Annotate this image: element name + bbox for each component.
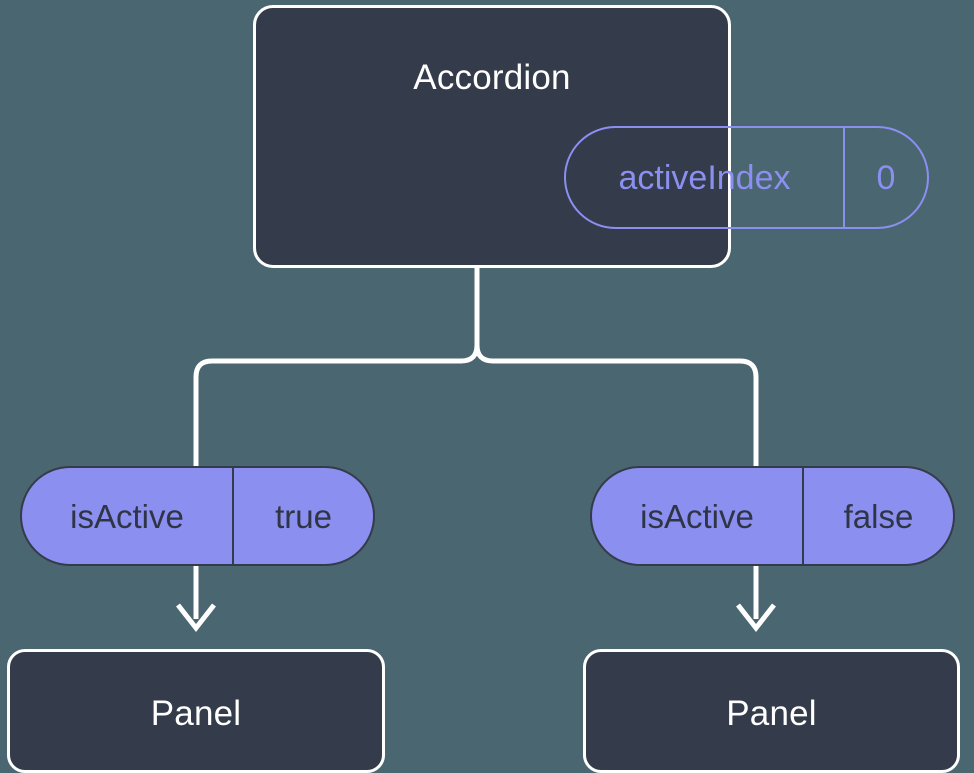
arrow-down-icon-left: [176, 603, 216, 633]
accordion-title: Accordion: [413, 58, 571, 97]
panel-component-box-right[interactable]: Panel: [583, 649, 960, 773]
prop-pill-isactive-false-key: isActive: [592, 468, 804, 564]
prop-pill-isactive-false-value: false: [843, 497, 914, 535]
panel-component-box-left[interactable]: Panel: [7, 649, 385, 773]
accordion-component-box[interactable]: Accordion activeIndex 0: [253, 5, 929, 268]
state-pill-activeindex-key: activeIndex: [566, 128, 845, 227]
state-pill-activeindex[interactable]: activeIndex 0: [564, 126, 929, 229]
prop-pill-isactive-false[interactable]: isActive false: [590, 466, 955, 566]
prop-pill-isactive-true-key: isActive: [22, 468, 234, 564]
prop-pill-isactive-true-value: true: [275, 497, 332, 535]
panel-title-left: Panel: [150, 694, 242, 733]
panel-title-right: Panel: [726, 694, 817, 733]
state-pill-activeindex-value: 0: [876, 158, 896, 197]
connector-branch-left: [193, 358, 461, 466]
prop-pill-isactive-true[interactable]: isActive true: [20, 466, 375, 566]
connector-trunk-left: [460, 268, 480, 364]
connector-trunk-right: [474, 268, 494, 364]
arrow-down-icon-right: [736, 603, 776, 633]
connector-branch-right: [493, 358, 759, 466]
